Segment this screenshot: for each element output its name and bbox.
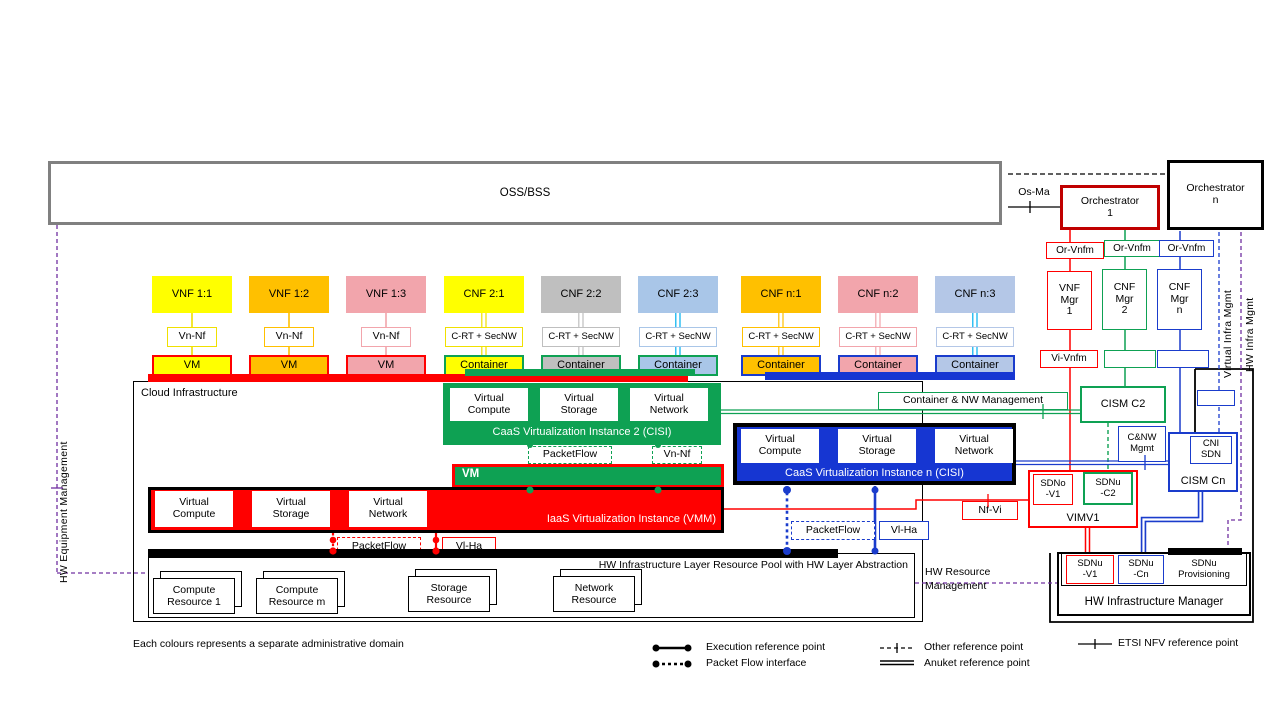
compute-resource-1-stack: Compute Resource 1 (153, 571, 242, 614)
caasn-virtual-network-box: Virtual Network (935, 429, 1013, 463)
storage-resource-stack: Storage Resource (408, 569, 497, 612)
or-vnfm-label-n: Or-Vnfm (1159, 240, 1214, 257)
sdnu-cn-box: SDNu -Cn (1118, 555, 1164, 584)
empty-ref-box-green (1104, 350, 1156, 368)
nf-vi-label: Nf-Vi (962, 501, 1018, 520)
nf-ref-label: C-RT + SecNW (445, 327, 523, 347)
nf-box: VNF 1:2 (249, 276, 329, 313)
nf-ref-label: Vn-Nf (264, 327, 314, 347)
or-vnfm-label-2: Or-Vnfm (1104, 240, 1160, 257)
admin-domain-note: Each colours represents a separate admin… (133, 638, 404, 650)
iaas-caption: IaaS Virtualization Instance (VMM) (546, 513, 716, 525)
nf-ref-label: C-RT + SecNW (542, 327, 620, 347)
nf-runtime-box: VM (249, 355, 329, 376)
nf-box: CNF 2:1 (444, 276, 524, 313)
nf-ref-label: Vn-Nf (167, 327, 217, 347)
container-nw-management-label: Container & NW Management (878, 392, 1068, 410)
iaas-virtual-storage-box: Virtual Storage (252, 491, 330, 527)
orchestrator-n-box: Orchestrator n (1167, 160, 1264, 230)
cnw-mgmt-box: C&NW Mgmt (1118, 426, 1166, 462)
sdno-v1-box: SDNo -V1 (1033, 474, 1073, 505)
iaas-virtual-network-box: Virtual Network (349, 491, 427, 527)
cloud-infrastructure-title: Cloud Infrastructure (141, 387, 238, 399)
legend-other-label: Other reference point (924, 641, 1024, 653)
resource-stack-front: Network Resource (553, 576, 635, 612)
nf-runtime-box: VM (346, 355, 426, 376)
legend-other-symbol (880, 643, 914, 653)
caas-n-domain-bar (765, 372, 1015, 380)
legend-etsi-symbol (1078, 639, 1112, 649)
nf-box: CNF 2:2 (541, 276, 621, 313)
iaas-virtual-compute-box: Virtual Compute (155, 491, 233, 527)
oss-bss-label: OSS/BSS (499, 186, 551, 199)
caasn-virtual-storage-box: Virtual Storage (838, 429, 916, 463)
hw-abstraction-bar (148, 549, 838, 558)
compute-resource-m-stack: Compute Resource m (256, 571, 345, 614)
nf-ref-label: C-RT + SecNW (742, 327, 820, 347)
hw-equipment-management-label: HW Equipment Management (58, 441, 70, 583)
packetflow-label-green: PacketFlow (528, 446, 612, 464)
nf-ref-label: Vn-Nf (361, 327, 411, 347)
legend-packet-flow-label: Packet Flow interface (706, 657, 807, 669)
nf-box: VNF 1:3 (346, 276, 426, 313)
nf-ref-label: C-RT + SecNW (839, 327, 917, 347)
legend-execution-symbol (652, 644, 692, 652)
nf-box: CNF n:2 (838, 276, 918, 313)
or-vnfm-label-1: Or-Vnfm (1046, 242, 1104, 259)
legend-anuket-label: Anuket reference point (924, 657, 1030, 669)
caas2-virtual-storage-box: Virtual Storage (540, 388, 618, 421)
resource-stack-front: Compute Resource m (256, 578, 338, 614)
nf-ref-label: C-RT + SecNW (936, 327, 1014, 347)
caas-2-domain-bar (465, 369, 695, 376)
hw-resource-management-label: HW Resource Management (925, 566, 991, 592)
sdnu-c2-box: SDNu -C2 (1083, 472, 1133, 505)
nf-runtime-box: VM (152, 355, 232, 376)
resource-stack-front: Compute Resource 1 (153, 578, 235, 614)
vn-nf-label-green: Vn-Nf (652, 446, 702, 464)
empty-ref-box-blue (1157, 350, 1209, 368)
caas2-virtual-network-box: Virtual Network (630, 388, 708, 421)
iaas-box (148, 487, 724, 533)
caas2-caption: CaaS Virtualization Instance 2 (CISI) (492, 426, 672, 438)
cism-c2-box: CISM C2 (1080, 386, 1166, 423)
caasn-caption: CaaS Virtualization Instance n (CISI) (785, 467, 964, 479)
sdnu-v1-box: SDNu -V1 (1066, 555, 1114, 584)
hw-pool-caption: HW Infrastructure Layer Resource Pool wi… (598, 559, 908, 571)
vnf-mgr-1-box: VNF Mgr 1 (1047, 271, 1092, 330)
vm-host-box (452, 464, 724, 488)
cnf-mgr-n-box: CNF Mgr n (1157, 269, 1202, 330)
packetflow-label-blue: PacketFlow (791, 521, 875, 540)
oss-bss-box: OSS/BSS (48, 161, 1002, 225)
legend-packet-flow-symbol (652, 660, 692, 668)
cni-sdn-box: CNI SDN (1190, 436, 1232, 464)
nf-box: VNF 1:1 (152, 276, 232, 313)
vl-ha-label-blue: Vl-Ha (879, 521, 929, 540)
iaas-domain-bar (148, 374, 688, 382)
cnf-mgr-2-box: CNF Mgr 2 (1102, 269, 1147, 330)
nf-box: CNF 2:3 (638, 276, 718, 313)
orchestrator-1-box: Orchestrator 1 (1060, 185, 1160, 230)
nf-box: CNF n:3 (935, 276, 1015, 313)
virtual-infra-mgmt-label: Virtual Infra Mgmt (1222, 289, 1234, 378)
vm-host-label: VM (462, 468, 480, 480)
legend-etsi-label: ETSI NFV reference point (1118, 637, 1239, 649)
nf-ref-label: C-RT + SecNW (639, 327, 717, 347)
sdnu-provisioning-bar (1168, 548, 1242, 555)
caasn-virtual-compute-box: Virtual Compute (741, 429, 819, 463)
os-ma-label: Os-Ma (1018, 186, 1050, 198)
legend-anuket-symbol (880, 660, 914, 666)
empty-box-blue-small (1197, 390, 1235, 406)
legend-execution-label: Execution reference point (706, 641, 826, 653)
vi-vnfm-label: Vi-Vnfm (1040, 350, 1098, 368)
caas2-virtual-compute-box: Virtual Compute (450, 388, 528, 421)
network-resource-stack: Network Resource (553, 569, 642, 612)
nf-box: CNF n:1 (741, 276, 821, 313)
sdnu-provisioning-label: SDNu Provisioning (1164, 555, 1244, 584)
resource-stack-front: Storage Resource (408, 576, 490, 612)
hw-infra-mgmt-label: HW Infra Mgmt (1244, 297, 1256, 373)
